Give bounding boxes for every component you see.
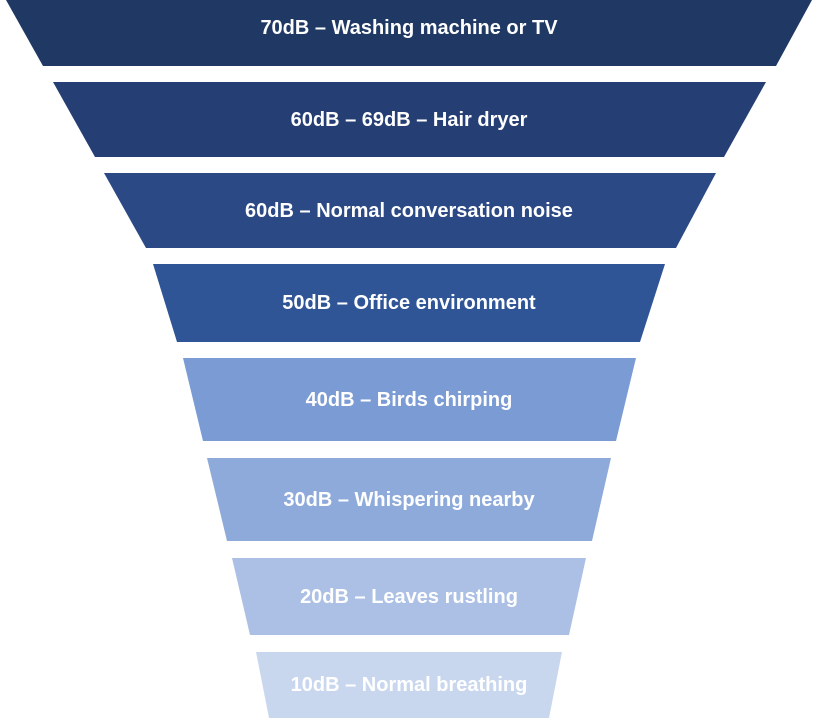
funnel-band-7 — [232, 558, 586, 635]
funnel-label-5: 40dB – Birds chirping — [306, 389, 513, 411]
funnel-band-8 — [256, 652, 562, 718]
funnel-label-6: 30dB – Whispering nearby — [283, 489, 535, 511]
funnel-label-2: 60dB – 69dB – Hair dryer — [291, 109, 528, 131]
funnel-band-6 — [207, 458, 611, 541]
funnel-band-1 — [6, 0, 812, 66]
funnel-band-2 — [53, 82, 766, 157]
funnel-level-5: 40dB – Birds chirping — [183, 358, 636, 441]
funnel-level-7: 20dB – Leaves rustling — [232, 558, 586, 635]
funnel-band-4 — [153, 264, 665, 342]
funnel-band-3 — [104, 173, 716, 248]
funnel-level-8: 10dB – Normal breathing — [256, 652, 562, 718]
funnel-level-3: 60dB – Normal conversation noise — [104, 173, 716, 248]
funnel-level-1: 70dB – Washing machine or TV — [6, 0, 812, 66]
funnel-level-6: 30dB – Whispering nearby — [207, 458, 611, 541]
funnel-level-2: 60dB – 69dB – Hair dryer — [53, 82, 766, 157]
funnel-label-7: 20dB – Leaves rustling — [300, 586, 518, 608]
funnel-level-4: 50dB – Office environment — [153, 264, 665, 342]
funnel-label-4: 50dB – Office environment — [282, 292, 536, 314]
funnel-band-5 — [183, 358, 636, 441]
funnel-label-1: 70dB – Washing machine or TV — [260, 17, 558, 39]
funnel-label-8: 10dB – Normal breathing — [291, 674, 528, 696]
funnel-label-3: 60dB – Normal conversation noise — [245, 200, 573, 222]
